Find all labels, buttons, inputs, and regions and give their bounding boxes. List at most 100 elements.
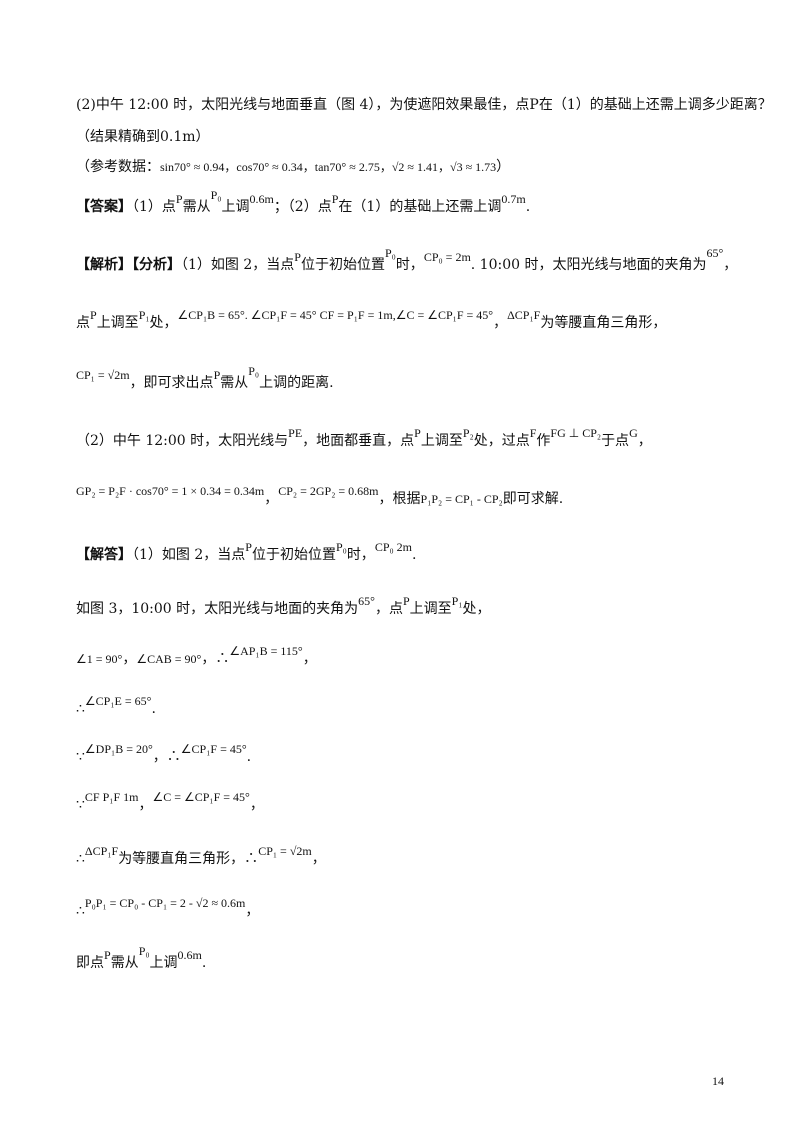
analysis-text: 上调至 (420, 433, 463, 449)
reference-data-line: （参考数据：sin70° ≈ 0.94，cos70° ≈ 0.34，tan70°… (76, 158, 510, 176)
point-p: P (331, 192, 339, 206)
point-p: P (104, 948, 111, 962)
point-g: G (629, 426, 638, 440)
analysis-line-3: CP₁ = √2m，即可求出点P需从P₀上调的距离. (76, 364, 334, 392)
therefore-symbol: ∴ (76, 851, 85, 867)
solution-text: ，点 (374, 601, 403, 617)
analysis-text: ， (264, 491, 279, 507)
solution-formula: ∠CAB = 90° (136, 652, 202, 666)
solution-formula: CF P₁F 1m (84, 790, 139, 804)
solution-formula: CP₀ 2m (374, 540, 413, 554)
solution-value: 0.6m (177, 948, 202, 962)
point-p1: P₁ (138, 308, 150, 322)
solution-formula: ∠C = ∠CP₁F = 45° (152, 790, 250, 804)
triangle-cp1f: ΔCP₁F (84, 844, 119, 858)
solution-formula: P₀P₁ = CP₀ - CP₁ = 2 - √2 ≈ 0.6m (84, 896, 246, 910)
question-2-line-1: (2)中午 12:00 时，太阳光线与地面垂直（图 4），为使遮阳效果最佳，点P… (76, 96, 772, 114)
point-f: F (529, 426, 537, 440)
because-symbol: ∵ (76, 797, 85, 813)
solution-text: ， (302, 651, 317, 667)
solution-text: . (151, 701, 156, 717)
analysis-tag: 【解析】【分析】 (76, 257, 181, 273)
solution-text: 为等腰直角三角形，∴ (118, 851, 259, 867)
analysis-line-4: （2）中午 12:00 时，太阳光线与PE，地面都垂直，点P上调至P₂处，过点F… (76, 426, 652, 450)
therefore-symbol: ∴ (76, 701, 85, 717)
point-p: P (414, 426, 421, 440)
angle-value: 65° (706, 246, 724, 260)
analysis-formula: CP₀ = 2m (423, 250, 471, 264)
solution-text: ， (245, 903, 260, 919)
analysis-text: 时， (395, 257, 424, 273)
analysis-formula: FG ⊥ CP₂ (550, 426, 602, 440)
line-pe: PE (288, 426, 303, 440)
analysis-text: 为等腰直角三角形， (540, 315, 667, 331)
solution-text: . (246, 749, 252, 765)
solution-text: （1）如图 2，当点 (132, 547, 246, 563)
analysis-text: （1）如图 2，当点 (181, 257, 295, 273)
solution-line-6: ∵CF P₁F 1m，∠C = ∠CP₁F = 45°， (76, 790, 264, 814)
solution-text: 上调至 (409, 601, 452, 617)
answer-text-5: 在（1）的基础上还需上调 (338, 199, 502, 215)
page-number: 14 (712, 1074, 724, 1088)
solution-text: 如图 3，10:00 时，太阳光线与地面的夹角为 (76, 601, 359, 617)
point-p: P (245, 540, 252, 554)
analysis-text: ， (637, 433, 652, 449)
answer-text-1: （1）点 (132, 199, 176, 215)
analysis-text: 处，过点 (473, 433, 530, 449)
solution-formula: CP₁ = √2m (258, 844, 312, 858)
solution-line-5: ∵∠DP₁B = 20°，∴∠CP₁F = 45°. (76, 742, 252, 766)
solution-text: . (201, 955, 207, 971)
answer-text-4: ；（2）点 (273, 199, 332, 215)
question-2-line-2: （结果精确到0.1m） (76, 128, 210, 146)
analysis-line-2: 点P上调至P₁处，∠CP₁B = 65°. ∠CP₁F = 45° CF = P… (76, 308, 667, 332)
therefore-symbol: ，∴ (201, 651, 230, 667)
solution-line-4: ∴∠CP₁E = 65°. (76, 694, 156, 718)
analysis-text: ，即可求出点 (129, 375, 214, 391)
solution-tag: 【解答】 (76, 547, 132, 563)
point-p1: P₁ (451, 594, 463, 608)
analysis-text: 上调的距离. (259, 375, 334, 391)
analysis-text: ， (723, 257, 738, 273)
precision-note: （结果精确到0.1m） (76, 129, 210, 145)
solution-line-1: 【解答】（1）如图 2，当点P位于初始位置P₀时，CP₀ 2m. (76, 540, 417, 564)
angle-value: 65° (358, 594, 375, 608)
solution-text: 需从 (110, 955, 139, 971)
answer-end: . (525, 199, 531, 215)
solution-formula: ∠CP₁F = 45° (180, 742, 247, 756)
solution-text: 处， (462, 601, 491, 617)
analysis-text: 点 (76, 315, 90, 331)
analysis-line-1: 【解析】【分析】（1）如图 2，当点P位于初始位置P₀时，CP₀ = 2m. 1… (76, 246, 738, 274)
analysis-text: 于点 (601, 433, 630, 449)
point-p0: P₀ (384, 246, 396, 260)
analysis-text: 即可求解. (502, 491, 564, 507)
analysis-formula: GP₂ = P₂F · cos70° = 1 × 0.34 = 0.34m (76, 484, 265, 498)
analysis-text: ，地面都垂直，点 (302, 433, 415, 449)
analysis-formula: P₁P₂ = CP₁ - CP₂ (420, 492, 503, 506)
triangle-cp1f: ΔCP₁F (507, 308, 541, 322)
analysis-text: 作 (536, 433, 551, 449)
answer-text-2: 需从 (182, 199, 211, 215)
point-p2: P₂ (462, 426, 474, 440)
analysis-text: . 10:00 时，太阳光线与地面的夹角为 (470, 257, 707, 273)
analysis-formula: CP₂ = 2GP₂ = 0.68m (278, 484, 379, 498)
reference-suffix: ） (496, 159, 511, 175)
answer-value-1: 0.6m (249, 192, 274, 206)
analysis-text: 处， (149, 315, 178, 331)
analysis-text: （2）中午 12:00 时，太阳光线与 (76, 433, 289, 449)
analysis-line-5: GP₂ = P₂F · cos70° = 1 × 0.34 = 0.34m，CP… (76, 484, 564, 508)
solution-text: 时， (346, 547, 375, 563)
reference-values: sin70° ≈ 0.94，cos70° ≈ 0.34，tan70° ≈ 2.7… (160, 160, 497, 174)
answer-text-3: 上调 (221, 199, 250, 215)
analysis-text: 需从 (220, 375, 249, 391)
point-p: P (213, 368, 221, 382)
solution-text: 即点 (76, 955, 104, 971)
analysis-text: ， (493, 315, 508, 331)
point-p0: P₀ (248, 364, 260, 378)
solution-line-8: ∴P₀P₁ = CP₀ - CP₁ = 2 - √2 ≈ 0.6m， (76, 896, 260, 920)
solution-text: . (412, 547, 417, 563)
point-p: P (90, 308, 97, 322)
reference-prefix: （参考数据： (76, 159, 160, 175)
analysis-text: ，根据 (378, 491, 421, 507)
solution-line-7: ∴ΔCP₁F为等腰直角三角形，∴CP₁ = √2m， (76, 844, 326, 868)
solution-line-9: 即点P需从P₀上调0.6m. (76, 944, 207, 972)
